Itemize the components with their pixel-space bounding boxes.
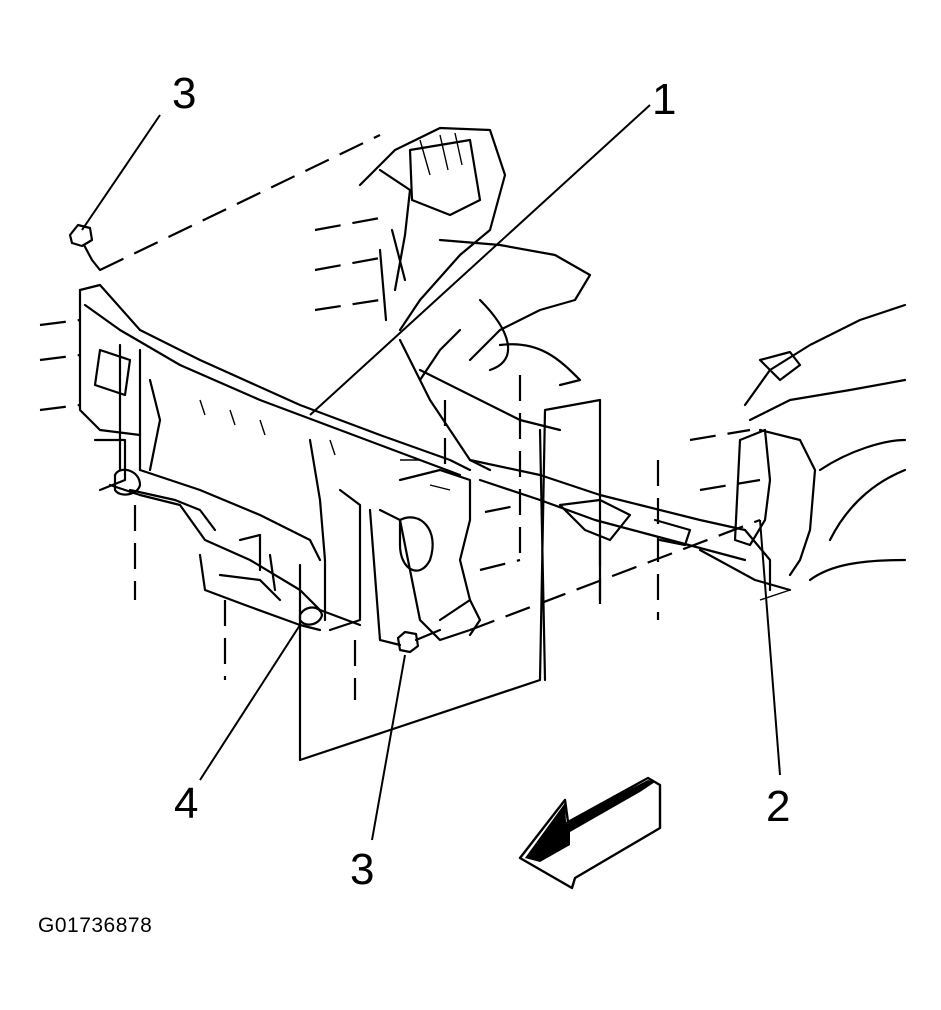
support-side-panel <box>298 398 602 762</box>
alignment-lines <box>39 134 761 700</box>
radiator-support <box>78 283 482 647</box>
forward-direction-arrow <box>518 776 662 890</box>
lower-frame-rail <box>468 458 792 592</box>
leader-lines <box>81 104 781 841</box>
bolt-top <box>68 223 102 272</box>
right-fender-structure <box>733 303 907 601</box>
callout-2: 2 <box>766 782 791 831</box>
lower-tie-bar <box>108 468 362 632</box>
left-fender-structure <box>358 126 592 472</box>
callout-4: 4 <box>174 779 199 828</box>
callout-3-bottom: 3 <box>350 845 375 894</box>
figure-id: G01736878 <box>38 914 153 937</box>
callout-1: 1 <box>652 75 677 124</box>
bolt-bottom <box>396 628 442 654</box>
callout-3-top: 3 <box>172 69 197 118</box>
